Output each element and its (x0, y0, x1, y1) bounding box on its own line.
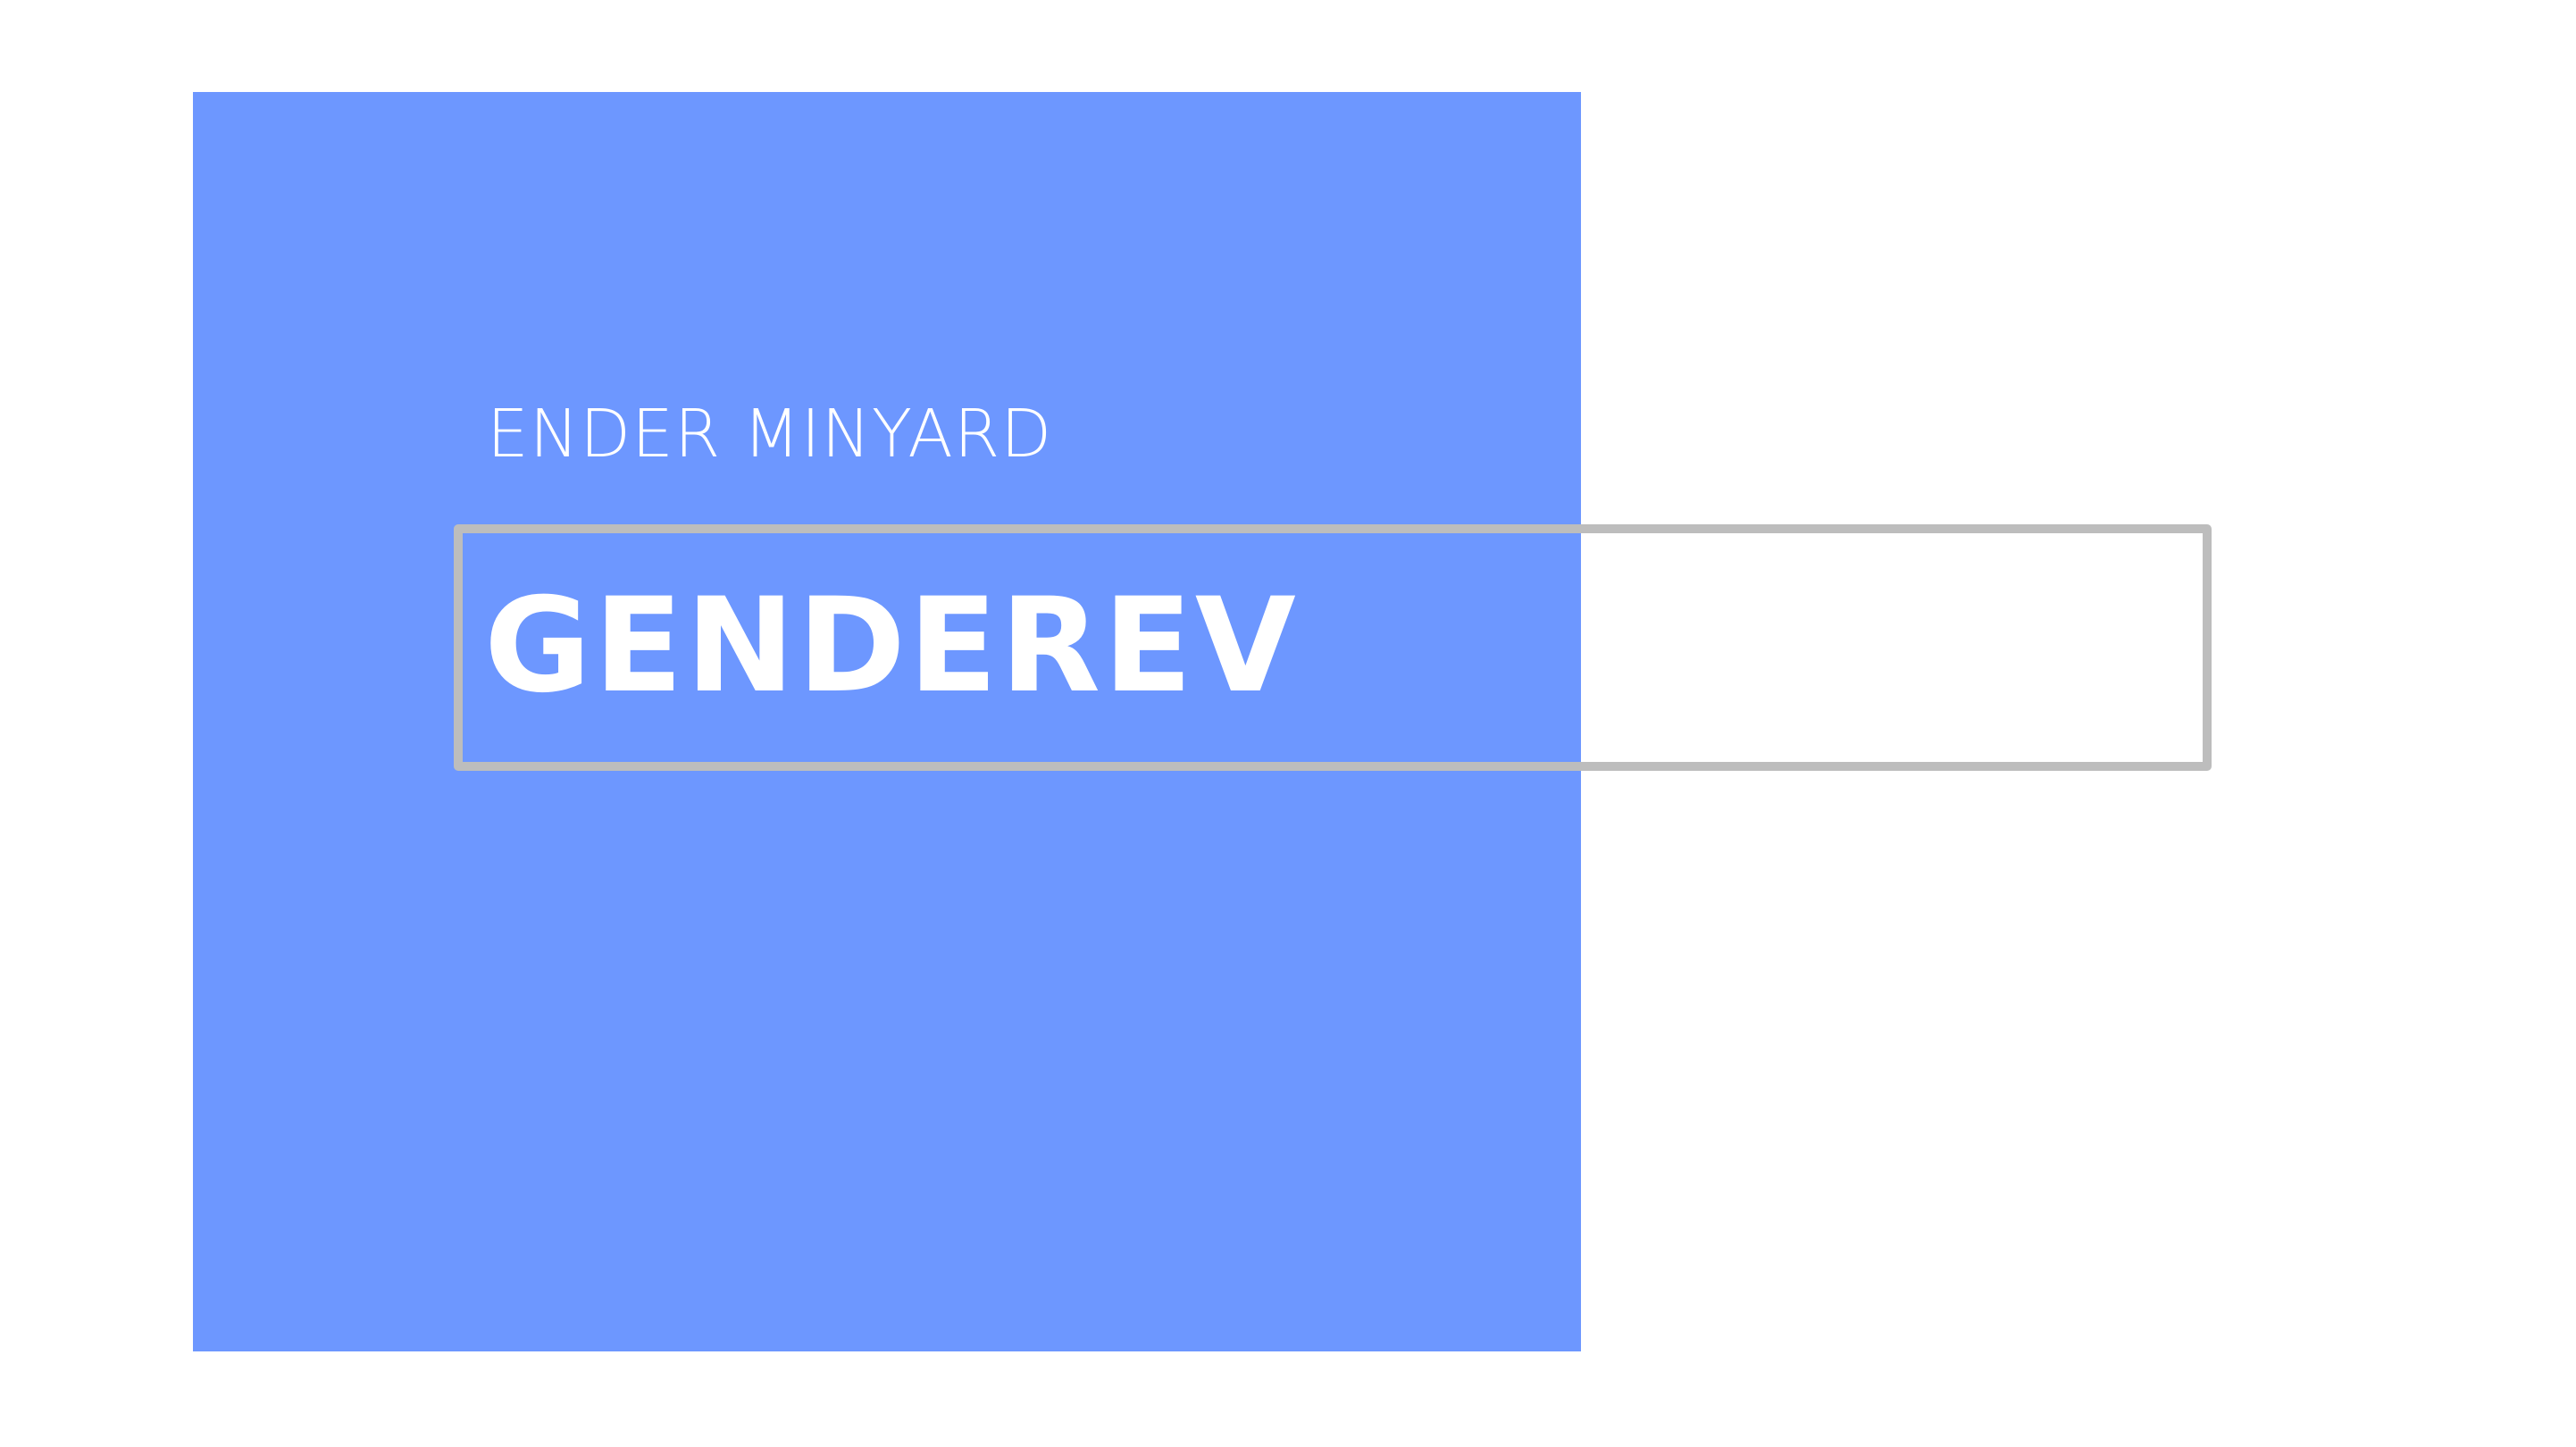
cover-title: GENDEREV (484, 570, 1299, 722)
blue-panel (193, 92, 1581, 1351)
author-name: ENDER MINYARD (487, 396, 1053, 473)
title-frame (454, 524, 2212, 771)
